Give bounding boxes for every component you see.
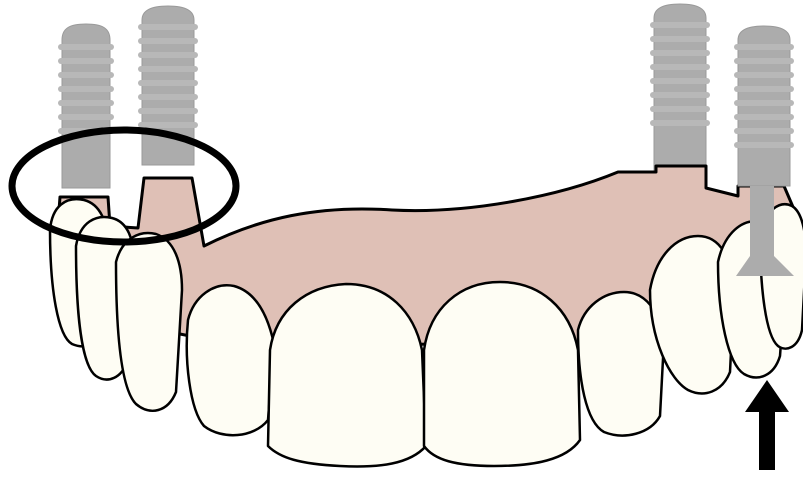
implant-screws [58, 4, 710, 188]
implant-screw-right-1 [650, 4, 710, 170]
tooth-left-lateral-incisor [268, 284, 426, 466]
tooth-left-premolar [116, 233, 182, 411]
tooth-left-canine [187, 285, 274, 435]
implant-screw-left-1 [58, 24, 114, 188]
tooth-right-central-incisor [424, 282, 580, 466]
up-arrow-icon [745, 380, 789, 470]
